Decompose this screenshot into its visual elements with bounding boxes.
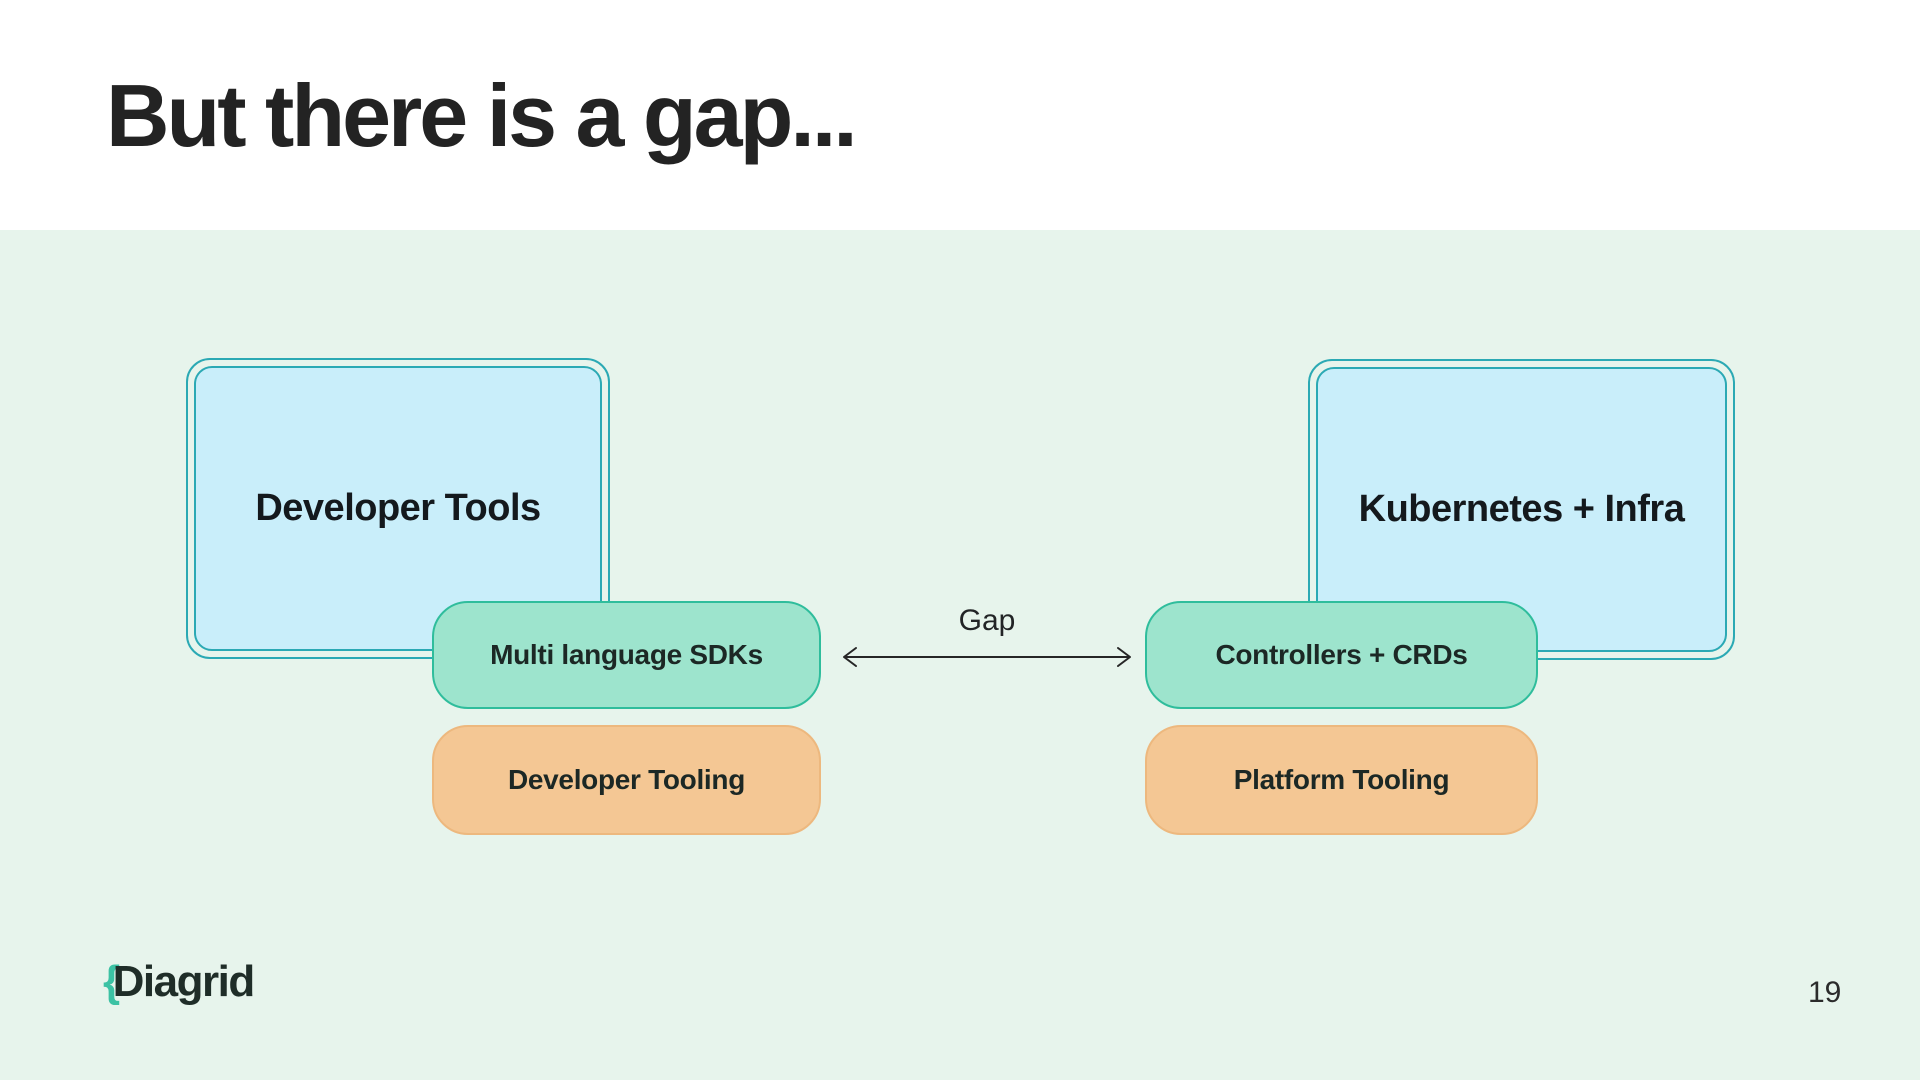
- brace-icon: {: [103, 957, 120, 1006]
- developer-tooling-pill: Developer Tooling: [432, 725, 821, 835]
- gap-label: Gap: [958, 604, 1016, 637]
- header-band: [0, 0, 1920, 230]
- developer-tools-label: Developer Tools: [255, 487, 541, 529]
- multi-language-sdks-label: Multi language SDKs: [490, 639, 763, 670]
- multi-language-sdks-pill: Multi language SDKs: [432, 601, 821, 709]
- diagrid-logo: { Diagrid: [103, 957, 256, 1006]
- kubernetes-infra-label: Kubernetes + Infra: [1358, 488, 1685, 530]
- double-arrow-icon: [843, 647, 1131, 667]
- page-number: 19: [1808, 976, 1842, 1009]
- platform-tooling-label: Platform Tooling: [1233, 764, 1450, 795]
- controllers-crds-label: Controllers + CRDs: [1215, 639, 1468, 670]
- controllers-crds-pill: Controllers + CRDs: [1145, 601, 1538, 709]
- developer-tooling-label: Developer Tooling: [507, 764, 746, 795]
- slide-title: But there is a gap...: [106, 66, 858, 165]
- diagrid-logo-text: Diagrid: [112, 957, 256, 1006]
- platform-tooling-pill: Platform Tooling: [1145, 725, 1538, 835]
